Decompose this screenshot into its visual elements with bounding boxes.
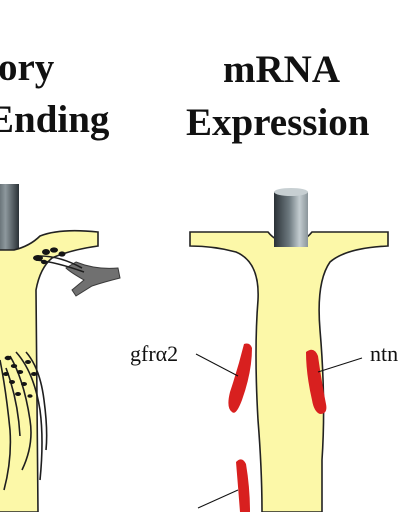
ntn-label: ntn xyxy=(370,341,398,366)
right-panel: mRNA Expression gfrα2 ntn xyxy=(130,48,398,512)
gfra2-expression-band xyxy=(228,343,252,413)
ntn-expression-band xyxy=(306,349,327,414)
left-follicle-tissue xyxy=(0,229,99,512)
left-hair-shaft xyxy=(0,184,19,254)
right-title-line1: mRNA xyxy=(223,48,340,91)
left-nerve-endings xyxy=(3,247,66,398)
left-title-line2: Ending xyxy=(0,98,110,141)
right-follicle-tissue xyxy=(189,231,389,512)
gfra2-label: gfrα2 xyxy=(130,341,178,366)
left-panel: ory Ending xyxy=(0,46,121,512)
left-nerve-branch xyxy=(65,261,121,297)
right-hair-shaft xyxy=(274,188,308,247)
lower-expression-band xyxy=(236,459,250,512)
right-title-line2: Expression xyxy=(186,101,370,144)
left-title-line1: ory xyxy=(0,46,55,89)
left-nerve-fibers xyxy=(0,255,85,491)
leader-lines xyxy=(195,353,363,509)
